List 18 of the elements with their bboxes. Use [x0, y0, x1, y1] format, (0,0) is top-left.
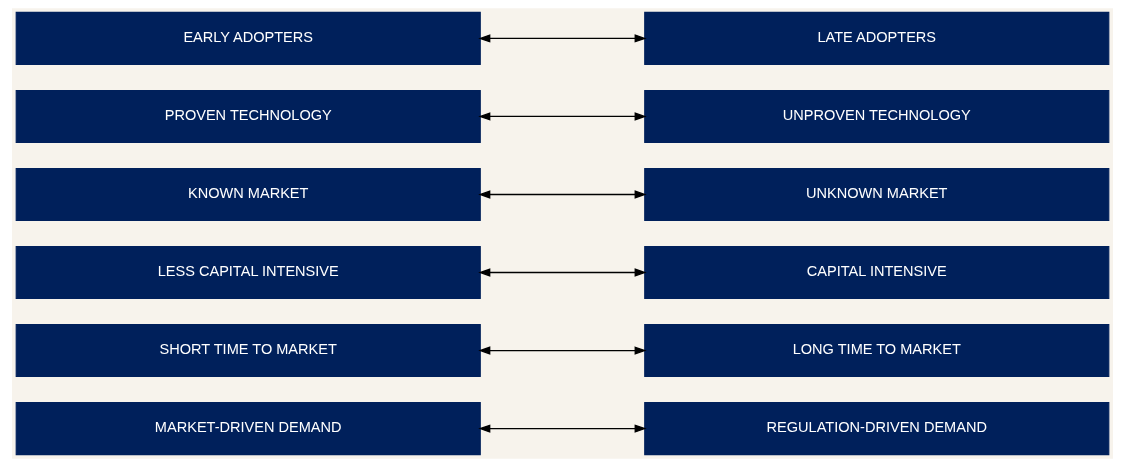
arrow	[478, 34, 647, 43]
arrow	[478, 346, 647, 355]
node-box: REGULATION-DRIVEN DEMAND	[644, 402, 1110, 456]
node-box: UNKNOWN MARKET	[644, 167, 1110, 221]
node-box: LONG TIME TO MARKET	[644, 324, 1110, 378]
node-box: LESS CAPITAL INTENSIVE	[15, 246, 481, 300]
node-box: CAPITAL INTENSIVE	[644, 246, 1110, 300]
node-box: UNPROVEN TECHNOLOGY	[644, 89, 1110, 143]
arrow	[478, 112, 647, 121]
node-box: MARKET-DRIVEN DEMAND	[15, 402, 481, 456]
node-box: SHORT TIME TO MARKET	[15, 324, 481, 378]
node-box: EARLY ADOPTERS	[15, 11, 481, 65]
arrow	[478, 268, 647, 277]
arrow	[478, 424, 647, 433]
node-box: LATE ADOPTERS	[644, 11, 1110, 65]
node-box: KNOWN MARKET	[15, 167, 481, 221]
node-box: PROVEN TECHNOLOGY	[15, 89, 481, 143]
arrow	[478, 190, 647, 199]
